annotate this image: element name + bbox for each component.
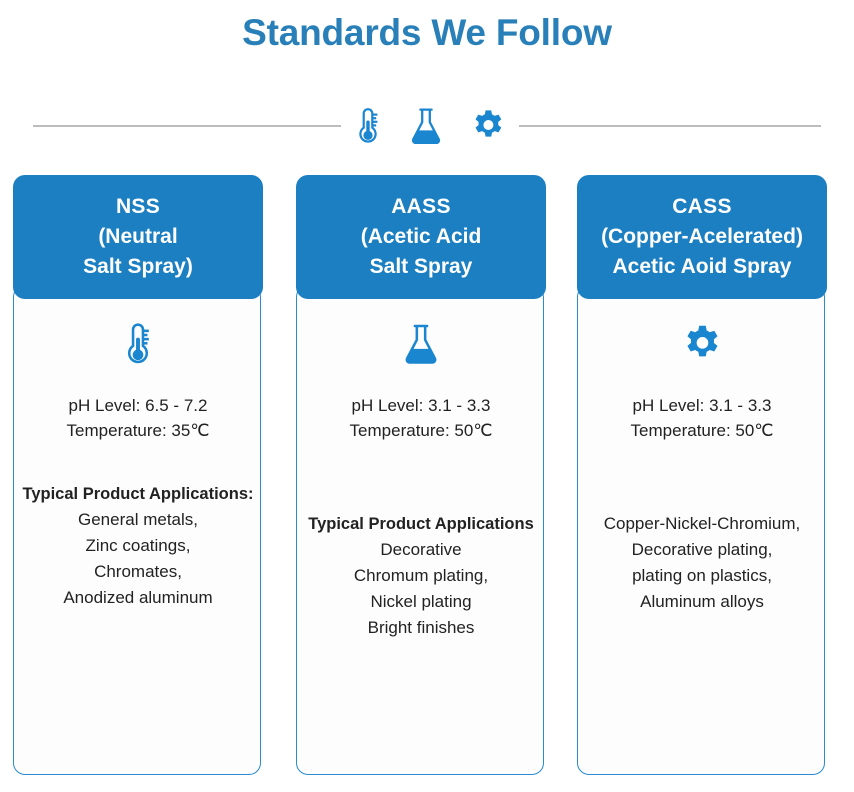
standard-card-aass[interactable]: AASS (Acetic Acid Salt Spray pH Level: 3…	[296, 175, 546, 777]
gear-icon	[578, 315, 826, 373]
application-item: Chromates,	[94, 562, 182, 581]
flask-icon	[297, 315, 545, 373]
divider-rule-left	[33, 125, 341, 127]
standard-card-nss[interactable]: NSS (Neutral Salt Spray)	[13, 175, 263, 777]
page-title: Standards We Follow	[242, 12, 612, 53]
ph-level-value: pH Level: 3.1 - 3.3	[351, 396, 491, 415]
spec-block: pH Level: 6.5 - 7.2 Temperature: 35℃	[14, 393, 262, 443]
application-item: Copper-Nickel-Chromium,	[603, 514, 801, 533]
card-body	[296, 285, 544, 775]
application-item: Aluminum alloys	[640, 592, 764, 611]
application-item: General metals,	[78, 510, 198, 529]
application-item: Chromum plating,	[353, 566, 489, 585]
applications-heading: Typical Product Applications	[308, 515, 534, 533]
application-item: Anodized aluminum	[63, 588, 213, 607]
card-body	[577, 285, 825, 775]
card-subtitle-line-2: Salt Spray	[369, 255, 473, 278]
application-item: Decorative plating,	[631, 540, 773, 559]
application-item: plating on plastics,	[632, 566, 772, 585]
card-title-line: AASS	[391, 195, 451, 218]
thermometer-icon	[355, 105, 381, 147]
card-content: pH Level: 3.1 - 3.3 Temperature: 50℃ Typ…	[297, 299, 545, 641]
application-item: Zinc coatings,	[85, 536, 191, 555]
thermometer-icon	[14, 315, 262, 373]
card-subtitle-line-1: (Copper-Acelerated)	[601, 225, 803, 248]
card-header-cass: CASS (Copper-Acelerated) Acetic Aoid Spr…	[577, 175, 827, 299]
card-subtitle-line-2: Salt Spray)	[83, 255, 193, 278]
applications-block: Typical Product Applications Decorative …	[297, 511, 545, 641]
section-divider	[0, 100, 854, 152]
applications-heading: Typical Product Applications:	[22, 485, 254, 503]
temperature-value: Temperature: 50℃	[630, 421, 774, 440]
card-header-nss: NSS (Neutral Salt Spray)	[13, 175, 263, 299]
spec-block: pH Level: 3.1 - 3.3 Temperature: 50℃	[578, 393, 826, 443]
card-header-aass: AASS (Acetic Acid Salt Spray	[296, 175, 546, 299]
card-subtitle-line-1: (Neutral	[98, 225, 178, 248]
card-body	[13, 285, 261, 775]
temperature-value: Temperature: 50℃	[349, 421, 493, 440]
standards-card-group: NSS (Neutral Salt Spray)	[13, 175, 841, 779]
divider-icon-group	[355, 105, 505, 147]
gear-icon	[471, 108, 505, 144]
card-subtitle-line-2: Acetic Aoid Spray	[612, 255, 792, 278]
standard-card-cass[interactable]: CASS (Copper-Acelerated) Acetic Aoid Spr…	[577, 175, 827, 777]
card-content: pH Level: 6.5 - 7.2 Temperature: 35℃ Typ…	[14, 299, 262, 611]
ph-level-value: pH Level: 3.1 - 3.3	[632, 396, 772, 415]
card-subtitle-line-1: (Acetic Acid	[360, 225, 482, 248]
card-title-line: CASS	[672, 195, 732, 218]
applications-block: Copper-Nickel-Chromium, Decorative plati…	[578, 511, 826, 615]
flask-icon	[409, 105, 443, 147]
ph-level-value: pH Level: 6.5 - 7.2	[68, 396, 208, 415]
application-item: Nickel plating	[370, 592, 472, 611]
divider-rule-right	[519, 125, 821, 127]
application-item: Bright finishes	[367, 618, 475, 637]
temperature-value: Temperature: 35℃	[66, 421, 210, 440]
card-content: pH Level: 3.1 - 3.3 Temperature: 50℃ Cop…	[578, 299, 826, 615]
card-title-line: NSS	[115, 195, 161, 218]
applications-block: Typical Product Applications: General me…	[14, 481, 262, 611]
application-item: Decorative	[380, 540, 462, 559]
spec-block: pH Level: 3.1 - 3.3 Temperature: 50℃	[297, 393, 545, 443]
